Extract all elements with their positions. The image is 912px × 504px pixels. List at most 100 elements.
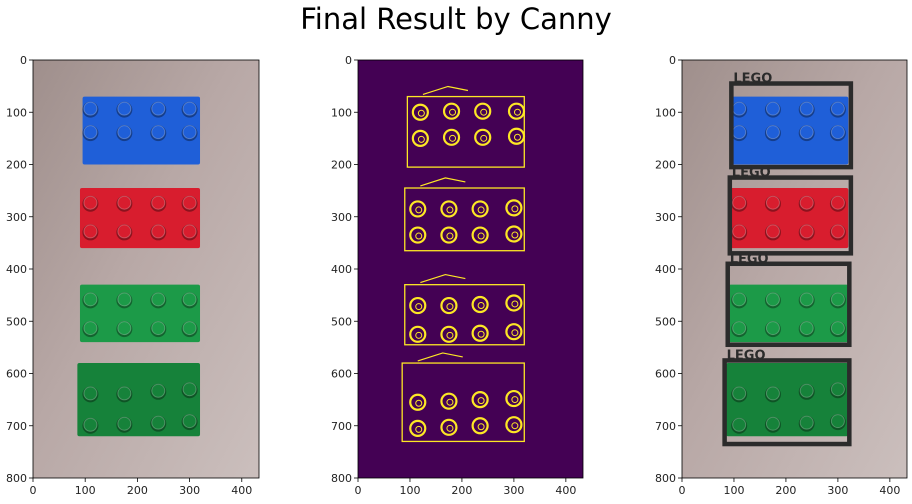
- lego-stud: [799, 125, 814, 140]
- edge-ring-inner: [417, 109, 425, 117]
- detection-box: [729, 81, 854, 170]
- y-tick-label: 800: [331, 472, 352, 485]
- lego-stud: [732, 101, 747, 116]
- lego-stud: [830, 414, 845, 429]
- x-tick-label: 0: [355, 484, 362, 497]
- detection-box: [725, 261, 852, 348]
- edge-ring-inner: [415, 331, 423, 339]
- edge-ring: [440, 226, 458, 244]
- lego-stud: [830, 195, 845, 210]
- lego-stud: [182, 195, 197, 210]
- x-tick-label: 0: [30, 484, 37, 497]
- y-tick-label: 700: [655, 420, 676, 433]
- y-tick-label: 800: [6, 472, 27, 485]
- edge-ring-inner: [480, 108, 488, 116]
- edge-ring-inner: [511, 422, 519, 430]
- lego-stud: [182, 292, 197, 307]
- edge-ring-inner: [415, 303, 423, 311]
- lego-stud: [182, 382, 197, 397]
- lego-stud: [151, 292, 166, 307]
- x-tick-label: 0: [679, 484, 686, 497]
- edge-ring-inner: [477, 232, 485, 240]
- edge-ring: [507, 102, 526, 120]
- lego-stud: [830, 292, 845, 307]
- edge-ring-inner: [511, 300, 519, 308]
- edge-ring: [505, 323, 523, 341]
- y-tick-label: 100: [331, 106, 352, 119]
- edge-ring: [505, 389, 523, 408]
- x-tick-label: 200: [775, 484, 796, 497]
- edge-ring: [440, 296, 458, 315]
- edge-ring: [471, 226, 489, 244]
- y-tick-label: 400: [331, 263, 352, 276]
- edge-ring: [440, 418, 458, 436]
- edge-outline: [401, 362, 525, 443]
- lego-stud: [117, 292, 132, 307]
- edge-fragment: [420, 273, 466, 284]
- y-tick-label: 500: [6, 315, 27, 328]
- y-tick-label: 100: [655, 106, 676, 119]
- edge-outline: [404, 284, 525, 346]
- lego-stud: [151, 415, 166, 430]
- edge-ring-inner: [477, 423, 485, 431]
- edge-ring: [471, 417, 489, 435]
- edge-ring: [409, 325, 427, 343]
- lego-stud: [151, 195, 166, 210]
- edge-ring-inner: [417, 135, 425, 143]
- lego-stud: [117, 321, 132, 336]
- edge-fragment: [422, 85, 469, 96]
- y-tick-label: 300: [6, 211, 27, 224]
- lego-stud: [799, 224, 814, 239]
- lego-stud: [83, 321, 98, 336]
- lego-stud: [765, 125, 780, 140]
- edge-outline: [404, 187, 525, 252]
- lego-stud: [182, 414, 197, 429]
- edge-ring: [505, 294, 523, 312]
- edge-ring-inner: [415, 206, 423, 214]
- lego-stud: [182, 321, 197, 336]
- lego-stud: [117, 125, 132, 140]
- image-content: [33, 60, 259, 478]
- y-tick-label: 500: [655, 315, 676, 328]
- y-tick-label: 700: [6, 420, 27, 433]
- lego-stud: [799, 195, 814, 210]
- detection-box: [722, 358, 852, 447]
- detection-label: LEGO: [732, 166, 771, 181]
- lego-stud: [732, 292, 747, 307]
- x-tick-label: 400: [555, 484, 576, 497]
- edge-ring: [440, 200, 458, 218]
- x-tick-label: 200: [451, 484, 472, 497]
- edge-ring-inner: [446, 232, 454, 240]
- x-tick-label: 300: [827, 484, 848, 497]
- edge-ring: [474, 128, 492, 146]
- x-tick-label: 100: [399, 484, 420, 497]
- lego-stud: [732, 417, 747, 432]
- edge-ring-inner: [449, 108, 457, 116]
- y-tick-label: 200: [331, 159, 352, 172]
- edge-ring-inner: [511, 205, 519, 213]
- y-tick-label: 700: [331, 420, 352, 433]
- edge-ring: [474, 102, 492, 120]
- y-tick-label: 0: [345, 54, 352, 67]
- y-tick-label: 300: [655, 211, 676, 224]
- lego-stud: [117, 386, 132, 401]
- y-tick-label: 0: [20, 54, 27, 67]
- edge-ring-inner: [513, 133, 521, 141]
- y-tick-label: 400: [655, 263, 676, 276]
- lego-stud: [799, 101, 814, 116]
- x-tick-label: 300: [503, 484, 524, 497]
- edge-ring-inner: [477, 330, 485, 338]
- edge-ring: [409, 296, 427, 315]
- lego-stud: [732, 125, 747, 140]
- lego-stud: [765, 386, 780, 401]
- edge-ring: [471, 200, 489, 218]
- lego-stud: [830, 382, 845, 397]
- edge-ring: [440, 392, 458, 410]
- edge-ring: [440, 325, 458, 343]
- lego-stud: [799, 292, 814, 307]
- detection-label: LEGO: [733, 72, 772, 87]
- edge-ring-inner: [446, 331, 454, 339]
